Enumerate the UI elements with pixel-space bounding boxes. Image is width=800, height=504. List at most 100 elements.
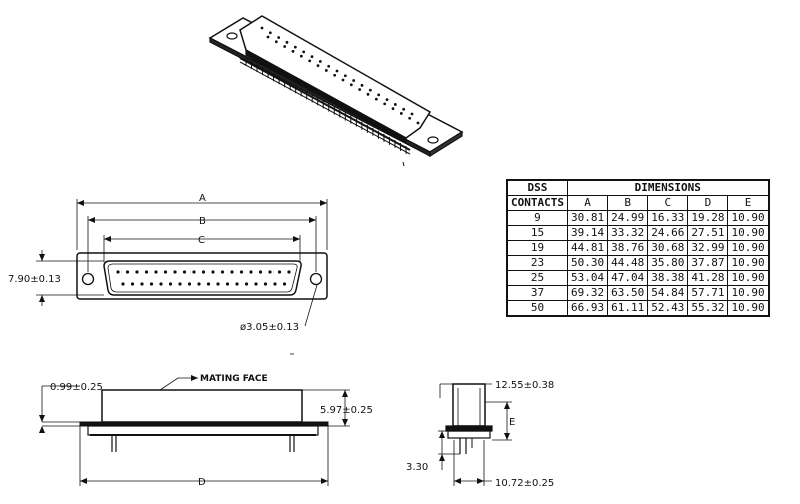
- pin-dot: [182, 270, 187, 274]
- pin-dot: [140, 282, 144, 286]
- cell-value: 50.30: [566, 255, 609, 271]
- pin-dot: [285, 40, 289, 44]
- pin-dot: [130, 282, 135, 286]
- pin-dot: [163, 270, 168, 274]
- pin-dot: [135, 270, 139, 274]
- pin-dot: [277, 36, 281, 39]
- cell-value: 10.90: [727, 300, 770, 317]
- pin-dot: [263, 282, 268, 286]
- d-shell-outer: [103, 260, 302, 296]
- cell-value: 41.28: [687, 270, 729, 286]
- pin-dot: [260, 26, 264, 30]
- pin-dot: [220, 270, 225, 274]
- pin-dot: [187, 282, 192, 286]
- pin-dot: [287, 270, 291, 274]
- cell-value: 10.90: [727, 210, 770, 226]
- cell-contacts: 23: [506, 255, 568, 271]
- pin-dot: [258, 270, 263, 274]
- dim-label-d: D: [198, 477, 206, 488]
- pin-dot: [244, 282, 249, 286]
- pin-dot: [282, 282, 287, 286]
- mounting-hole-right: [309, 272, 323, 286]
- pin-dot: [368, 88, 372, 92]
- cell-value: 33.32: [607, 225, 649, 241]
- pin-dot: [343, 74, 347, 78]
- pin-dot: [402, 107, 406, 111]
- pin-dot: [393, 103, 397, 106]
- pin-dot: [341, 78, 345, 82]
- cell-value: 10.90: [727, 240, 770, 256]
- pin-dot: [268, 270, 272, 274]
- cell-value: 30.81: [566, 210, 609, 226]
- pin-dot: [125, 270, 130, 274]
- pin-dot: [302, 50, 306, 54]
- pin-dot: [385, 98, 389, 102]
- pin-dot: [116, 270, 120, 274]
- pin-dot: [283, 45, 287, 48]
- pin-dot: [268, 31, 272, 35]
- isometric-view: [208, 15, 464, 158]
- pin-dot: [168, 282, 173, 286]
- column-header: C: [647, 195, 689, 211]
- pin-dot: [230, 270, 234, 274]
- pin-dot: [249, 270, 253, 274]
- cell-contacts: 15: [506, 225, 568, 241]
- pin-dot: [310, 55, 314, 59]
- cell-value: 39.14: [566, 225, 609, 241]
- dim-label-c: C: [198, 235, 205, 246]
- dim-hole: ø3.05±0.13: [240, 322, 299, 333]
- pin-dot: [239, 270, 244, 274]
- cell-value: 32.99: [687, 240, 729, 256]
- pin-dot: [408, 116, 412, 120]
- pin-dot: [178, 282, 182, 286]
- pin-dot: [299, 54, 303, 58]
- pin-dot: [349, 83, 353, 87]
- cell-value: 69.32: [566, 285, 609, 301]
- header-dss: DSS: [506, 179, 568, 196]
- pin-dot: [225, 282, 230, 286]
- pin-dot: [173, 270, 177, 274]
- pin-dot: [197, 282, 201, 286]
- cell-value: 27.51: [687, 225, 729, 241]
- cell-value: 57.71: [687, 285, 729, 301]
- dim-bottom: 10.72±0.25: [495, 478, 554, 489]
- end-view: [438, 383, 512, 486]
- cell-value: 37.87: [687, 255, 729, 271]
- cell-value: 38.38: [647, 270, 689, 286]
- cell-value: 10.90: [727, 285, 770, 301]
- cell-value: 10.90: [727, 255, 770, 271]
- pin-dot: [352, 79, 356, 82]
- pin-dot: [366, 92, 370, 96]
- pin-dot: [335, 69, 339, 73]
- mating-face-label: MATING FACE: [200, 374, 268, 384]
- cell-contacts: 37: [506, 285, 568, 301]
- pin-dot: [154, 270, 158, 274]
- pin-dot: [149, 282, 154, 286]
- pin-dot: [211, 270, 215, 274]
- column-header: A: [566, 195, 609, 211]
- cell-value: 24.99: [607, 210, 649, 226]
- cell-contacts: 25: [506, 270, 568, 286]
- front-flange: [76, 252, 328, 300]
- pin-dot: [291, 49, 295, 53]
- pin-dot: [333, 73, 337, 77]
- pin-dot: [235, 282, 239, 286]
- cell-value: 35.80: [647, 255, 689, 271]
- cell-value: 38.76: [607, 240, 649, 256]
- contact-pins: [116, 270, 291, 286]
- cell-value: 19.28: [687, 210, 729, 226]
- pin-dot: [144, 270, 149, 274]
- pin-dot: [273, 282, 277, 286]
- pin-dot: [159, 282, 163, 286]
- pin-dot: [374, 97, 378, 101]
- cell-value: 61.11: [607, 300, 649, 317]
- pin-dot: [416, 121, 420, 125]
- pin-dot: [192, 270, 196, 274]
